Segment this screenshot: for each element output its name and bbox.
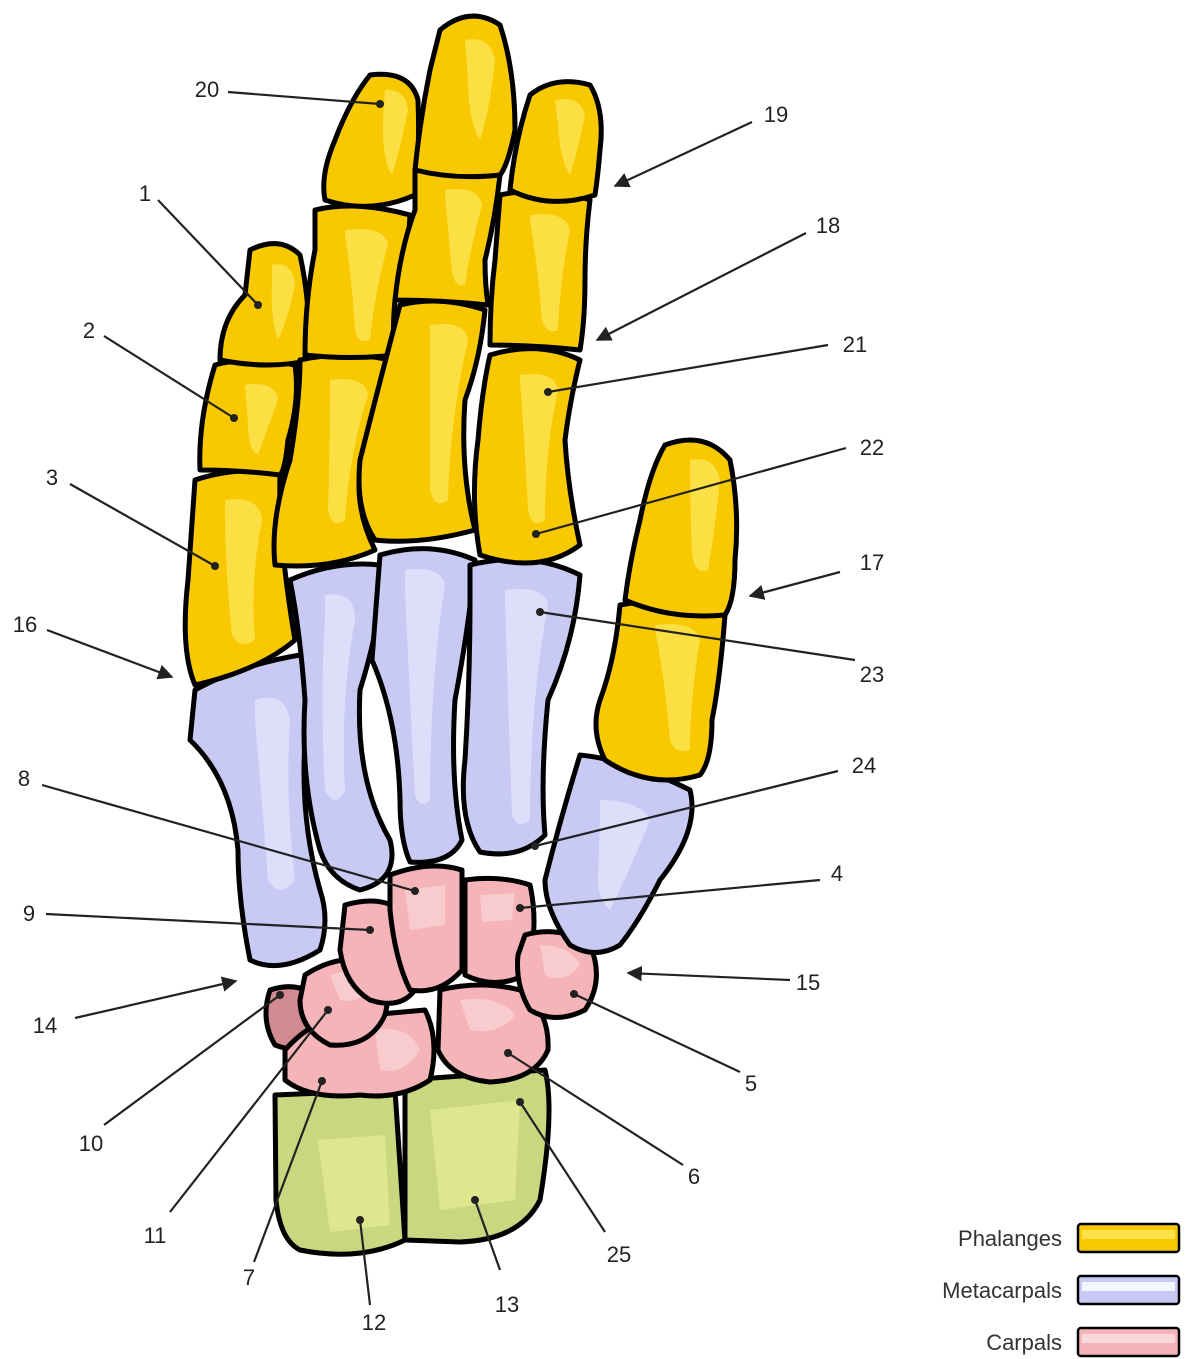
label-23: 23 (860, 662, 884, 687)
legend-label-phalanges: Phalanges (958, 1226, 1062, 1251)
label-24: 24 (852, 753, 876, 778)
label-21: 21 (843, 332, 867, 357)
phalanx-ring-distal (324, 74, 419, 206)
label-22: 22 (860, 435, 884, 460)
label-9: 9 (23, 901, 35, 926)
legend-swatch-carpals (1078, 1328, 1179, 1356)
bone-8 (390, 866, 462, 991)
legend-swatch-phalanges (1078, 1224, 1179, 1252)
label-17: 17 (860, 550, 884, 575)
label-20: 20 (195, 77, 219, 102)
label-18: 18 (816, 213, 840, 238)
label-11: 11 (144, 1223, 167, 1248)
label-10: 10 (79, 1131, 103, 1156)
label-7: 7 (243, 1265, 255, 1290)
phalanx-middle-distal (415, 16, 515, 177)
label-16: 16 (13, 612, 37, 637)
label-6: 6 (688, 1164, 700, 1189)
legend-label-carpals: Carpals (986, 1330, 1062, 1355)
label-25: 25 (607, 1242, 631, 1267)
label-3: 3 (46, 465, 58, 490)
legend-swatch-metacarpals (1078, 1276, 1179, 1304)
label-19: 19 (764, 102, 788, 127)
legend-label-metacarpals: Metacarpals (942, 1278, 1062, 1303)
label-2: 2 (83, 318, 95, 343)
label-5: 5 (745, 1071, 757, 1096)
phalanx-index-distal (510, 82, 601, 202)
legend: Phalanges Metacarpals Carpals (942, 1224, 1179, 1356)
label-14: 14 (33, 1013, 57, 1038)
phalanx-thumb-distal (625, 440, 737, 616)
label-12: 12 (362, 1310, 386, 1335)
label-13: 13 (495, 1292, 519, 1317)
label-8: 8 (18, 766, 30, 791)
phalanx-little-distal (220, 244, 310, 365)
label-15: 15 (796, 970, 820, 995)
label-1: 1 (139, 181, 151, 206)
label-4: 4 (831, 861, 843, 886)
